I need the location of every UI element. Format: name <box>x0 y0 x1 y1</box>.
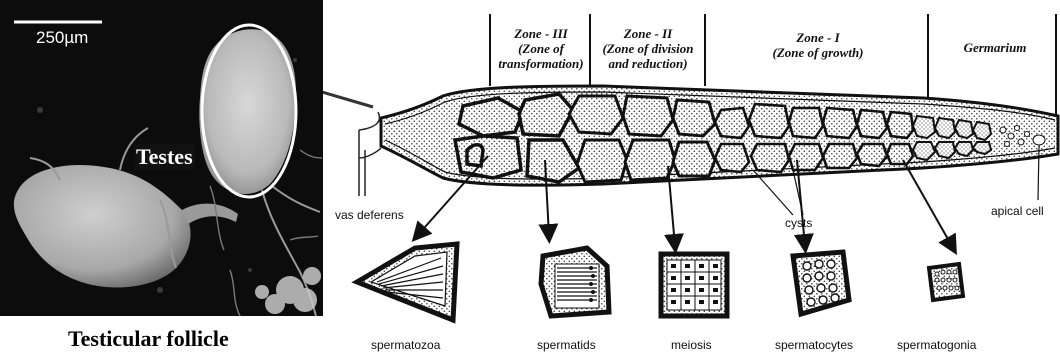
micrograph-caption: Testicular follicle <box>68 326 229 352</box>
connector-line <box>323 84 373 107</box>
micrograph-panel: 250µm Testes <box>0 0 323 316</box>
zone-3-header: Zone - III (Zone of transformation) <box>489 26 593 71</box>
stage-label-spermatids: spermatids <box>537 338 596 352</box>
stage-inset-spermatocytes <box>793 252 849 314</box>
stage-inset-spermatogonia <box>929 264 963 300</box>
zone-2-title: Zone - II <box>591 26 705 41</box>
zone-2-subtitle: (Zone of division and reduction) <box>591 41 705 71</box>
zone-2-header: Zone - II (Zone of division and reductio… <box>591 26 705 71</box>
zone-1-header: Zone - I (Zone of growth) <box>753 30 883 60</box>
follicle-diagram: Zone - III (Zone of transformation) Zone… <box>323 0 1060 355</box>
zone-1-title: Zone - I <box>753 30 883 45</box>
testes-label: Testes <box>134 144 195 170</box>
germarium-title: Germarium <box>941 40 1049 55</box>
stage-label-spermatozoa: spermatozoa <box>371 338 440 352</box>
vas-deferens-label: vas deferens <box>335 208 404 222</box>
stage-inset-meiosis <box>661 254 727 316</box>
stage-inset-spermatids <box>541 248 609 316</box>
zone-3-subtitle: (Zone of transformation) <box>489 41 593 71</box>
scale-bar-label: 250µm <box>36 28 88 48</box>
zone-3-title: Zone - III <box>489 26 593 41</box>
vas-deferens-tubes <box>359 112 381 196</box>
apical-cell-shape <box>1033 135 1045 145</box>
cysts-label: cysts <box>785 216 812 230</box>
stage-label-spermatocytes: spermatocytes <box>775 338 853 352</box>
zone-1-subtitle: (Zone of growth) <box>753 45 883 60</box>
stage-label-meiosis: meiosis <box>671 338 712 352</box>
stage-inset-spermatozoa <box>357 244 457 320</box>
germarium-header: Germarium <box>941 40 1049 55</box>
apical-cell-label: apical cell <box>991 204 1044 218</box>
stage-label-spermatogonia: spermatogonia <box>897 338 976 352</box>
